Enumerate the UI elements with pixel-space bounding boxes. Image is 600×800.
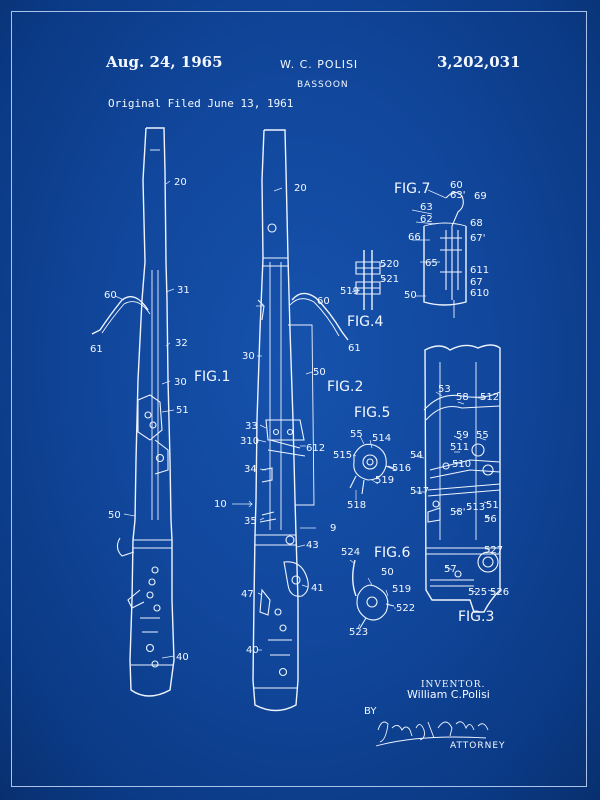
fig2-ref: 612 [306, 443, 325, 454]
fig7-drawing [411, 189, 467, 318]
fig2-ref: 40 [246, 645, 259, 656]
fig3-ref: 58 [456, 392, 469, 403]
fig5-ref: 519 [375, 475, 394, 486]
fig1-ref: 31 [177, 285, 190, 296]
patent-date: Aug. 24, 1965 [106, 53, 223, 71]
fig3-ref: 53 [438, 384, 451, 395]
fig7-ref: 67 [470, 277, 483, 288]
patent-number: 3,202,031 [437, 53, 521, 71]
fig3-ref: 527 [484, 545, 503, 556]
fig4-drawing [351, 250, 387, 310]
fig5-ref: 515 [333, 450, 352, 461]
fig7-ref: 610 [470, 288, 489, 299]
fig1-ref: 61 [90, 344, 103, 355]
fig2-ref: 34 [244, 464, 257, 475]
fig2-ref: 43 [306, 540, 319, 551]
fig5-ref: 518 [347, 500, 366, 511]
fig3-ref: 510 [452, 459, 471, 470]
fig3-ref: 512 [480, 392, 499, 403]
fig2-label: FIG.2 [327, 379, 363, 395]
fig2-ref: 20 [294, 183, 307, 194]
fig6-drawing [349, 559, 396, 629]
fig7-ref: 50 [404, 290, 417, 301]
fig3-ref: 51 [486, 500, 499, 511]
fig3-ref: 55 [476, 430, 489, 441]
fig5-ref: 514 [372, 433, 391, 444]
fig6-ref: 523 [349, 627, 368, 638]
fig3-ref: 526 [490, 587, 509, 598]
fig2-drawing [232, 129, 349, 712]
fig6-ref: 522 [396, 603, 415, 614]
fig1-ref: 32 [175, 338, 188, 349]
patent-title: BASSOON [297, 80, 349, 90]
fig6-ref: 50 [381, 567, 394, 578]
fig4-ref: 519 [340, 286, 359, 297]
fig2-ref: 310 [240, 436, 259, 447]
fig7-ref: 65 [425, 258, 438, 269]
fig5-drawing [349, 435, 397, 500]
inventor-label: INVENTOR. [421, 680, 486, 690]
fig3-ref: 56 [484, 514, 497, 525]
fig5-ref: 516 [392, 463, 411, 474]
fig5-label: FIG.5 [354, 405, 390, 421]
fig3-label: FIG.3 [458, 609, 494, 625]
fig7-ref: 62 [420, 214, 433, 225]
fig2-ref: 9 [330, 523, 336, 534]
fig3-ref: 59 [456, 430, 469, 441]
fig2-ref: 41 [311, 583, 324, 594]
inventor-short: W. C. POLISI [280, 58, 359, 71]
filed-date: Original Filed June 13, 1961 [108, 97, 294, 110]
fig2-ref: 47 [241, 589, 254, 600]
fig3-ref: 517 [410, 486, 429, 497]
fig7-ref: 63' [450, 190, 465, 201]
fig7-ref: 66 [408, 232, 421, 243]
fig6-ref: 524 [341, 547, 360, 558]
by-label: BY [364, 706, 377, 717]
fig7-ref: 67' [470, 233, 485, 244]
fig1-ref: 60 [104, 290, 117, 301]
fig3-ref: 513 [466, 502, 485, 513]
fig3-ref: 58' [450, 507, 465, 518]
fig7-ref: 63 [420, 202, 433, 213]
fig6-label: FIG.6 [374, 545, 410, 561]
fig1-ref: 30 [174, 377, 187, 388]
fig2-ref: 50 [313, 367, 326, 378]
border-frame [11, 11, 587, 787]
fig3-drawing [413, 344, 501, 613]
fig1-ref: 20 [174, 177, 187, 188]
fig7-ref: 69 [474, 191, 487, 202]
fig7-label: FIG.7 [394, 181, 430, 197]
fig3-ref: 525 [468, 587, 487, 598]
attorney-signature [375, 721, 489, 747]
fig2-ref: 33 [245, 421, 258, 432]
fig1-ref: 51 [176, 405, 189, 416]
fig4-ref: 521 [380, 274, 399, 285]
inventor-name: William C.Polisi [407, 688, 490, 701]
fig1-ref: 40 [176, 652, 189, 663]
fig1-label: FIG.1 [194, 369, 230, 385]
fig3-ref: 54 [410, 450, 423, 461]
fig3-ref: 511 [450, 442, 469, 453]
fig5-ref: 55 [350, 429, 363, 440]
fig6-ref: 519 [392, 584, 411, 595]
fig2-ref: 61 [348, 343, 361, 354]
fig7-ref: 60 [450, 180, 463, 191]
fig2-ref: 10 [214, 499, 227, 510]
fig2-ref: 60 [317, 296, 330, 307]
fig3-ref: 57 [444, 564, 457, 575]
attorney-label: ATTORNEY [450, 741, 506, 751]
fig4-ref: 520 [380, 259, 399, 270]
fig2-ref: 30 [242, 351, 255, 362]
fig7-ref: 611 [470, 265, 489, 276]
fig7-ref: 68 [470, 218, 483, 229]
fig1-drawing [91, 127, 175, 697]
fig1-ref: 50 [108, 510, 121, 521]
fig4-label: FIG.4 [347, 314, 383, 330]
fig2-ref: 35 [244, 516, 257, 527]
